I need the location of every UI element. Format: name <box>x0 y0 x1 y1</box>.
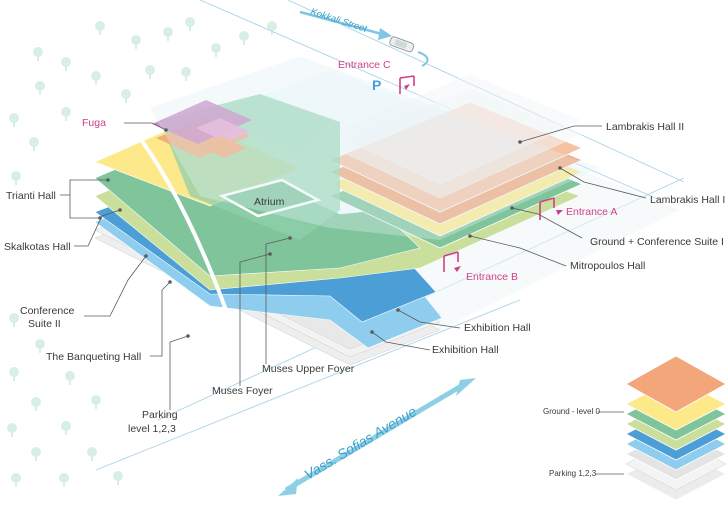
tree-icon <box>11 171 21 185</box>
tree-icon <box>145 65 155 79</box>
tree-icon <box>9 113 19 127</box>
fuga-label: Fuga <box>82 117 106 129</box>
tree-icon <box>95 21 105 35</box>
tree-icon <box>33 47 43 61</box>
kokkali-street: Kokkali Street <box>299 6 392 40</box>
tree-icon <box>181 67 191 81</box>
lambrakis-hall-ii-label: Lambrakis Hall II <box>606 121 684 133</box>
parking-levels-label-line1: Parking <box>142 409 178 421</box>
flag-icon <box>443 251 461 272</box>
trianti-hall-label: Trianti Hall <box>6 190 56 202</box>
flag-icon <box>539 197 563 220</box>
tree-icon <box>61 421 71 435</box>
skalkotas-hall-label: Skalkotas Hall <box>4 241 71 253</box>
tree-icon <box>9 313 19 327</box>
entrance-c-label: Entrance C <box>338 59 391 71</box>
tree-icon <box>211 43 221 57</box>
fuga-pink-top <box>196 118 250 142</box>
atrium-outline <box>218 178 322 218</box>
flag-icon <box>399 75 415 94</box>
exhibition-hall-lower-label: Exhibition Hall <box>432 344 499 356</box>
tree-icon <box>7 423 17 437</box>
entrance-a: Entrance A <box>539 197 617 220</box>
conference-suite-ii-label-line2: Suite II <box>28 318 61 330</box>
tree-icon <box>59 473 69 487</box>
fuga-orange-small <box>200 136 246 158</box>
tree-icon <box>87 447 97 461</box>
tree-icon <box>113 471 123 485</box>
vass-sofias-avenue: Vass. Sofias Avenue <box>278 378 476 496</box>
mitropoulos-hall-label: Mitropoulos Hall <box>570 260 645 272</box>
entrance-a-label: Entrance A <box>566 206 617 218</box>
entrance-c: Entrance C P <box>338 59 415 94</box>
leader-lines <box>60 122 647 410</box>
tree-icon <box>31 397 41 411</box>
walkway-curve <box>116 108 242 351</box>
muses-upper-foyer-label: Muses Upper Foyer <box>262 363 355 375</box>
muses-upper-foyer <box>200 94 330 150</box>
fuga-stack <box>152 100 252 158</box>
kokkali-street-label: Kokkali Street <box>309 6 368 35</box>
banqueting-hall-label: The Banqueting Hall <box>46 351 141 363</box>
lambrakis-ghost-level-1 <box>329 87 584 199</box>
tree-icon <box>91 71 101 85</box>
tree-icon <box>121 89 131 103</box>
tree-icon <box>11 473 21 487</box>
ground-conference-suite-i-label: Ground + Conference Suite I <box>590 236 724 248</box>
parking-levels-label-line2: level 1,2,3 <box>128 423 176 435</box>
fuga-pink-level <box>152 100 252 144</box>
tree-icon <box>91 395 101 409</box>
leader-dots <box>98 128 562 338</box>
entrance-b: Entrance B <box>443 251 518 283</box>
vass-sofias-label: Vass. Sofias Avenue <box>301 403 419 483</box>
tree-icon <box>29 137 39 151</box>
tree-icon <box>35 339 45 353</box>
tree-icon <box>9 367 19 381</box>
tree-icon <box>31 447 41 461</box>
lambrakis-stack <box>329 73 584 249</box>
muses-foyer-label: Muses Foyer <box>212 385 273 397</box>
tree-icon <box>35 81 45 95</box>
level-legend: Ground - level 0 Parking 1,2,3 <box>543 355 727 501</box>
legend-ground-label: Ground - level 0 <box>543 407 600 416</box>
tree-icon <box>61 107 71 121</box>
entrance-b-label: Entrance B <box>466 271 518 283</box>
lambrakis-hall-i-label: Lambrakis Hall I <box>650 194 725 206</box>
car-route-arrow <box>417 51 429 67</box>
tree-icon <box>185 17 195 31</box>
tree-icon <box>267 21 277 35</box>
parking-symbol: P <box>372 77 381 93</box>
legend-parking-label: Parking 1,2,3 <box>549 469 597 478</box>
tree-icon <box>163 27 173 41</box>
exhibition-hall-upper-label: Exhibition Hall <box>464 322 531 334</box>
tree-icon <box>239 31 249 45</box>
tree-icons <box>7 17 277 487</box>
car-icon <box>389 36 415 53</box>
atrium-label: Atrium <box>254 196 285 208</box>
lambrakis-ghost-level-2 <box>329 73 584 185</box>
tree-icon <box>61 57 71 71</box>
roof-glass <box>150 56 600 240</box>
tree-icon <box>65 371 75 385</box>
legend-orange <box>625 355 727 413</box>
conference-suite-ii-label-line1: Conference <box>20 305 74 317</box>
tree-icon <box>131 35 141 49</box>
